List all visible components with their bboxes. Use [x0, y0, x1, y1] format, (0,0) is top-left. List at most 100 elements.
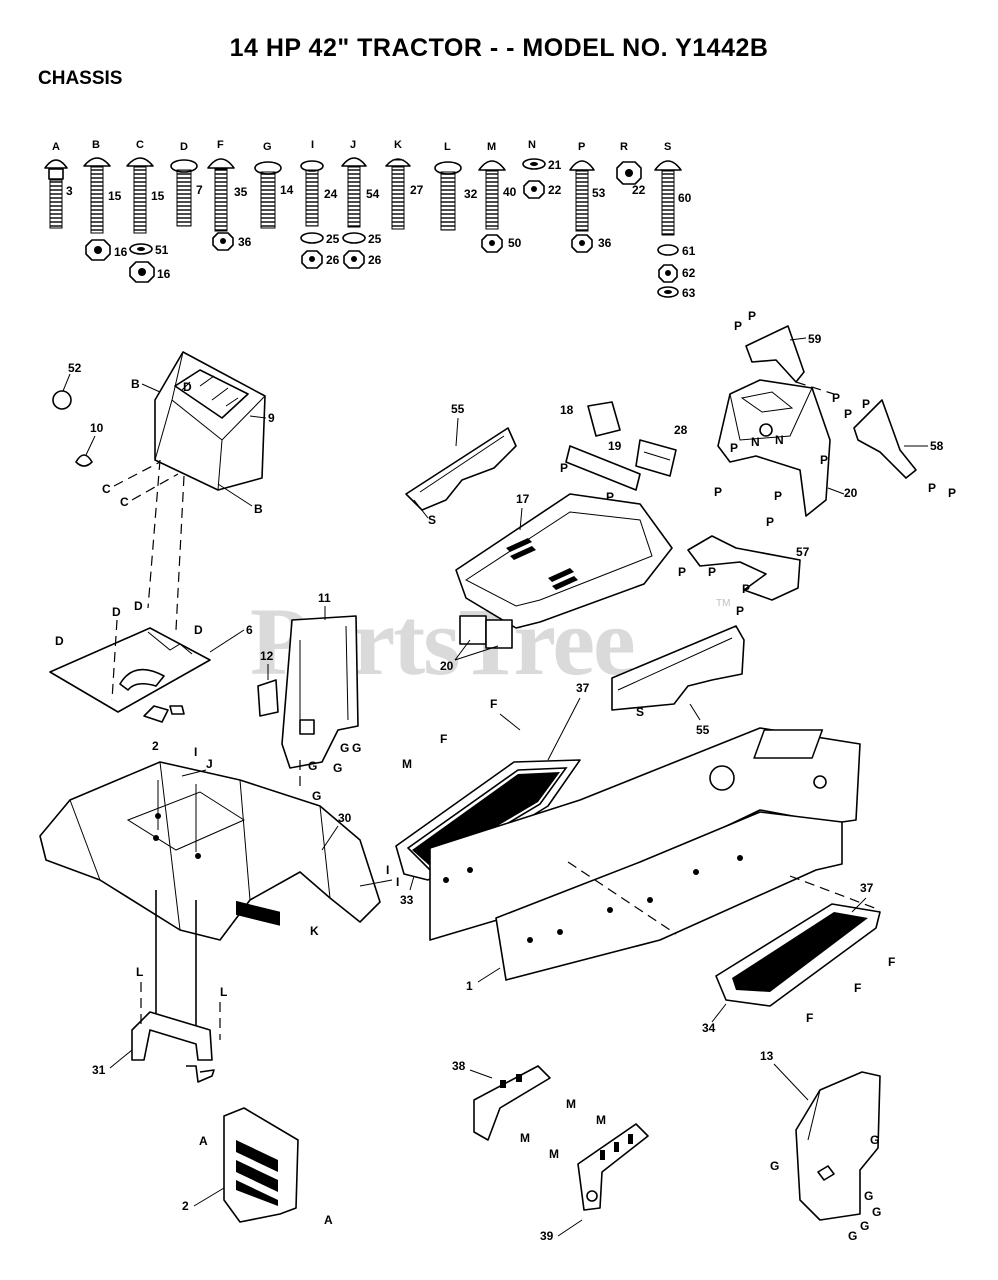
hardware-letter: D	[180, 141, 188, 153]
hardware-letter: K	[394, 139, 402, 151]
hardware-m[interactable]: M 40 50	[478, 141, 522, 253]
hardware-letter: R	[620, 141, 628, 153]
part-6-floor-plate[interactable]: 6	[49, 623, 253, 713]
part-18-grille[interactable]: 20	[440, 615, 513, 673]
part-number: 58	[930, 439, 944, 453]
part-number: 3	[66, 184, 73, 198]
hardware-letter: P	[578, 141, 585, 153]
part-17-hood[interactable]: 17	[455, 492, 673, 629]
hardware-letter: G	[263, 141, 272, 153]
hardware-p[interactable]: P 53 36	[569, 141, 612, 253]
hardware-letter: F	[217, 139, 224, 151]
callout-r: P	[862, 397, 870, 411]
callout-r: P	[766, 515, 774, 529]
hardware-f[interactable]: F 35 36	[207, 139, 252, 251]
part-number: 27	[410, 183, 424, 197]
hardware-letter: B	[92, 139, 100, 151]
callout-c: C	[102, 482, 111, 496]
part-13-side-panel[interactable]: 13	[760, 1049, 881, 1221]
callout-r: P	[714, 485, 722, 499]
callout-m: M	[520, 1131, 530, 1145]
callout-s: S	[428, 513, 436, 527]
part-52-cap[interactable]: 52	[52, 361, 82, 410]
part-58-bracket[interactable]: 58	[853, 399, 944, 479]
hardware-a[interactable]: A 3	[44, 141, 73, 229]
part-55-side-shield[interactable]: 55	[611, 625, 745, 737]
part-34-footrest[interactable]: 34	[702, 903, 881, 1035]
part-38-bracket[interactable]: 38	[452, 1059, 551, 1141]
part-1-frame[interactable]: 1	[429, 727, 861, 993]
hardware-r[interactable]: R 22	[616, 141, 646, 197]
callout-f: F	[440, 732, 447, 746]
hardware-b[interactable]: B 15 16	[83, 139, 128, 261]
callout-r: P	[948, 486, 956, 500]
callout-n: N	[751, 435, 760, 449]
part-28-dash-tower[interactable]: 20	[717, 379, 858, 517]
part-39-bracket[interactable]: 39	[540, 1123, 649, 1243]
part-number: 22	[632, 183, 646, 197]
hardware-c[interactable]: C 15 51 16	[126, 139, 171, 283]
part-number: 40	[503, 185, 517, 199]
hardware-i[interactable]: I 24 25 26	[300, 139, 340, 269]
part-19-bracket[interactable]: 18	[560, 401, 621, 437]
part-number: 38	[452, 1059, 466, 1073]
callout-m: M	[566, 1097, 576, 1111]
part-10-knob[interactable]: 10	[75, 421, 104, 467]
callout-l: L	[220, 985, 227, 999]
hardware-j[interactable]: J 54 25 26	[341, 139, 382, 269]
part-30-fender[interactable]: 30	[39, 761, 381, 941]
hardware-l[interactable]: L 32	[434, 141, 478, 231]
part-29-vent[interactable]: 28	[635, 423, 688, 477]
hardware-g[interactable]: G 14	[254, 141, 294, 229]
callout-r: P	[820, 453, 828, 467]
part-number: 31	[92, 1063, 106, 1077]
part-number: 35	[234, 185, 248, 199]
part-number: 16	[114, 245, 128, 259]
part-number: 39	[540, 1229, 554, 1243]
part-59-bracket[interactable]: 59	[745, 325, 822, 383]
part-11-side-panel[interactable]: 11	[281, 591, 359, 769]
part-9-dash-panel[interactable]: 9	[154, 351, 275, 491]
part-number: 18	[560, 403, 574, 417]
part-56-side-shield[interactable]: 55	[405, 402, 517, 511]
part-number: 10	[90, 421, 104, 435]
part-number: 15	[108, 189, 122, 203]
part-12-plate[interactable]: 12	[257, 649, 279, 717]
part-number: 63	[682, 286, 696, 300]
callout-m: M	[596, 1113, 606, 1127]
part-37-mat[interactable]: 37	[547, 681, 590, 761]
part-number: 11	[318, 591, 331, 605]
callout-p: M	[402, 757, 412, 771]
part-8-bracket[interactable]: 2	[143, 705, 185, 753]
callout-g: G	[312, 789, 321, 803]
hardware-letter: J	[350, 139, 356, 151]
callout-f: F	[806, 1011, 813, 1025]
part-number: 52	[68, 361, 82, 375]
callout-r: P	[832, 391, 840, 405]
part-57-brace[interactable]: 57	[687, 535, 810, 601]
hardware-letter: C	[136, 139, 144, 151]
hardware-letter: N	[528, 139, 536, 151]
hardware-s[interactable]: S 60 61 62 63	[654, 141, 696, 300]
hardware-d[interactable]: D 7	[170, 141, 203, 227]
part-number: 22	[548, 183, 562, 197]
page-title: 14 HP 42" TRACTOR - - MODEL NO. Y1442B	[229, 34, 769, 62]
callout-r: P	[708, 565, 716, 579]
part-31-support[interactable]: 31	[92, 890, 215, 1083]
callout-r: P	[560, 461, 568, 475]
part-2-grille-panel[interactable]: 2	[182, 900, 299, 1223]
part-20-plate[interactable]: 19	[565, 439, 641, 491]
part-number: 2	[152, 739, 159, 753]
callout-k: K	[310, 924, 319, 938]
hardware-k[interactable]: K 27	[385, 139, 424, 230]
hardware-n[interactable]: N 21 22	[522, 139, 562, 199]
part-37-mat-right[interactable]: 37	[851, 881, 874, 913]
callout-r: P	[742, 582, 750, 596]
callout-f: F	[854, 981, 861, 995]
part-number: 15	[151, 189, 165, 203]
watermark-trademark: TM	[716, 598, 731, 609]
part-number: 26	[368, 253, 382, 267]
callout-a: A	[199, 1134, 208, 1148]
callout-r: P	[734, 319, 742, 333]
